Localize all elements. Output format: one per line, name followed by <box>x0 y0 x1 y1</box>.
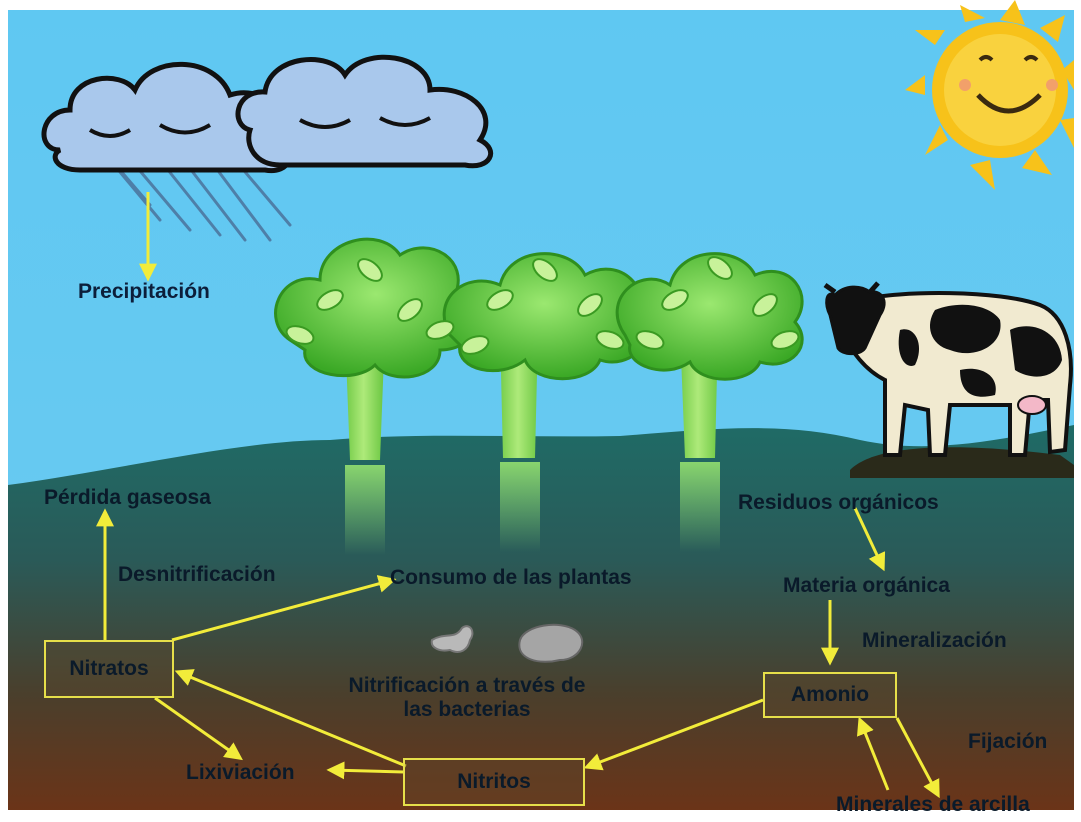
label-consumo-plantas: Consumo de las plantas <box>390 566 632 589</box>
cycle-arrows <box>96 192 940 799</box>
label-desnitrificacion: Desnitrificación <box>118 563 276 586</box>
label-residuos-organicos: Residuos orgánicos <box>738 491 939 514</box>
label-lixiviacion: Lixiviación <box>186 761 295 784</box>
ground-soil <box>8 425 1074 810</box>
arrow-residues-to-organic <box>853 507 886 572</box>
cow-icon <box>823 281 1074 478</box>
box-nitratos: Nitratos <box>44 640 174 698</box>
arrow-clay-to-ammonium <box>856 716 890 791</box>
label-nitrificacion: Nitrificación a través de las bacterias <box>312 674 622 722</box>
label-materia-organica: Materia orgánica <box>783 574 950 597</box>
arrow-leaching <box>154 696 243 761</box>
label-perdida-gaseosa: Pérdida gaseosa <box>44 486 211 509</box>
arrow-nitrite-leaching <box>326 761 405 780</box>
sun-icon <box>905 0 1074 190</box>
label-nitrificacion-line1: Nitrificación a través de <box>348 674 586 697</box>
label-precipitacion: Precipitación <box>78 280 210 303</box>
box-amonio: Amonio <box>763 672 897 718</box>
label-minerales-arcilla: Minerales de arcilla <box>836 793 1030 816</box>
rain-cloud-icon <box>41 54 494 242</box>
box-nitritos: Nitritos <box>403 758 585 806</box>
label-mineralizacion: Mineralización <box>862 629 1007 652</box>
trees-group <box>274 237 804 555</box>
arrow-ammonium-to-nitrite <box>583 698 764 771</box>
label-fijacion: Fijación <box>968 730 1048 753</box>
label-nitrificacion-line2: las bacterias <box>403 698 531 722</box>
arrow-plant-uptake <box>171 575 397 642</box>
arrow-fixation-down <box>895 717 940 799</box>
arrow-nitrite-to-nitrate <box>174 669 407 768</box>
bacteria-icon <box>430 623 584 663</box>
